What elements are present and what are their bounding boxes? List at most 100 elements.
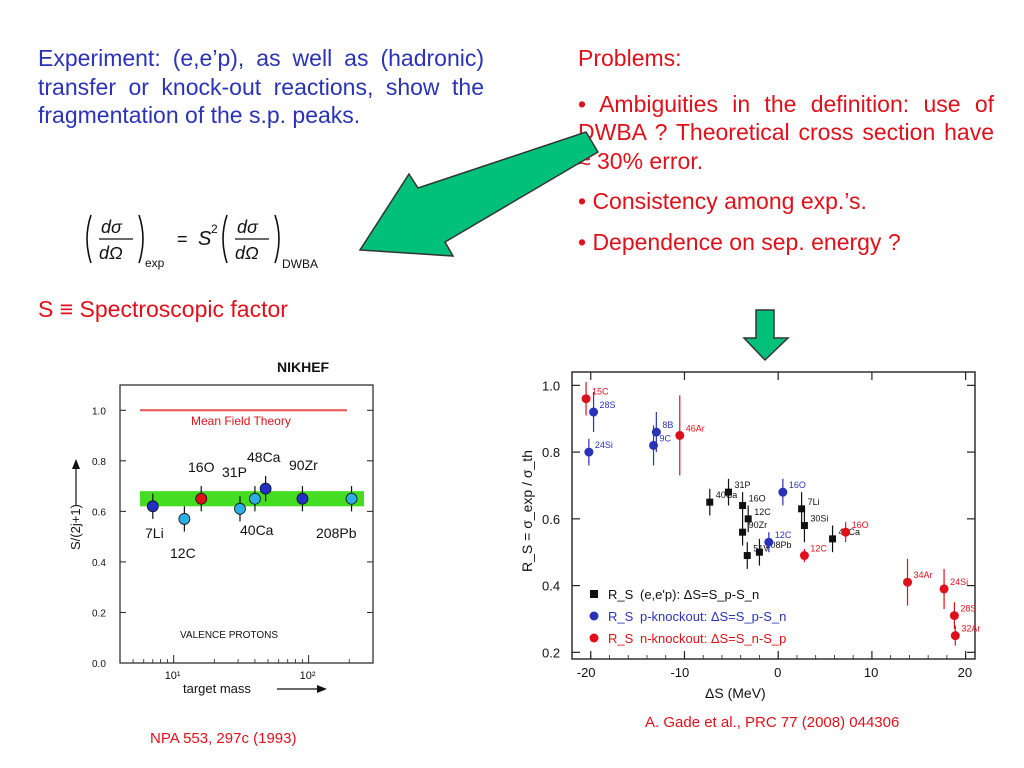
equals-sign: = bbox=[177, 229, 188, 249]
chart2-point bbox=[799, 551, 809, 561]
chart2-point bbox=[798, 505, 806, 513]
intro-text: Experiment: (e,e’p), as well as (hadroni… bbox=[38, 45, 484, 128]
chart2-point-label: 51V bbox=[753, 544, 769, 554]
chart2-point bbox=[706, 498, 714, 506]
chart2-point bbox=[841, 527, 851, 537]
chart1-header: NIKHEF bbox=[277, 359, 330, 375]
chart2-point-label: 31P bbox=[735, 480, 751, 490]
chart2-point-label: 24Si bbox=[950, 577, 968, 587]
chart2-point bbox=[589, 407, 599, 417]
sub-exp: exp bbox=[145, 256, 165, 270]
chart2-xtick-label: 20 bbox=[958, 665, 972, 680]
chart2-plot-frame bbox=[571, 371, 976, 660]
chart1-ytick-label: 0.4 bbox=[92, 558, 106, 569]
chart2-legend-symbol: R_S bbox=[608, 587, 634, 602]
chart2-ytick-label: 0.8 bbox=[542, 445, 560, 460]
chart2-point bbox=[778, 487, 788, 497]
chart2-point bbox=[950, 631, 960, 641]
label-48ca: 48Ca bbox=[247, 449, 281, 465]
chart2-point-label: 16O bbox=[852, 520, 869, 530]
chart1-ytick-label: 0.0 bbox=[92, 659, 106, 670]
label-208pb: 208Pb bbox=[316, 525, 357, 541]
chart1-ytick-label: 1.0 bbox=[92, 406, 106, 417]
chart2-point bbox=[743, 552, 751, 560]
diagonal-arrow-icon bbox=[358, 131, 600, 257]
problem-bullet-1: • Ambiguities in the definition: use of … bbox=[578, 90, 994, 174]
chart2-point bbox=[829, 535, 837, 543]
chart2-point bbox=[649, 440, 659, 450]
chart2-xlabel: ΔS (MeV) bbox=[705, 685, 766, 701]
chart2-point-label: 12C bbox=[810, 544, 827, 554]
label-40ca: 40Ca bbox=[240, 522, 274, 538]
chart2-point-label: 28S bbox=[600, 400, 616, 410]
chart2-xtick-label: 10 bbox=[864, 665, 878, 680]
label-16o: 16O bbox=[188, 459, 215, 475]
chart1-yaxis-arrow bbox=[72, 459, 80, 505]
chart2-point-label: 12C bbox=[754, 507, 771, 517]
chart2-point-label: 90Zr bbox=[749, 520, 768, 530]
chart2-point bbox=[739, 501, 747, 509]
s-exponent: 2 bbox=[211, 222, 218, 236]
s-symbol: S bbox=[198, 228, 212, 250]
spectroscopic-factor-definition: S ≡ Spectroscopic factor bbox=[38, 296, 288, 322]
label-90zr: 90Zr bbox=[289, 457, 318, 473]
chart2-point bbox=[581, 394, 591, 404]
left-citation: NPA 553, 297c (1993) bbox=[150, 730, 297, 747]
chart2-xtick-label: 0 bbox=[774, 665, 781, 680]
cross-section-formula: dσ dΩ exp = S 2 dσ dΩ DWBA bbox=[86, 214, 318, 271]
label-31p: 31P bbox=[222, 464, 247, 480]
chart2-point bbox=[725, 488, 733, 496]
sub-dwba: DWBA bbox=[282, 257, 318, 271]
label-12c: 12C bbox=[170, 545, 196, 561]
chart2-point bbox=[739, 528, 747, 536]
chart1-xaxis-arrow bbox=[277, 685, 327, 693]
chart2-point-label: 34Ar bbox=[914, 570, 933, 580]
chart2-point-label: 32Ar bbox=[961, 624, 980, 634]
chart2-ytick-label: 1.0 bbox=[542, 378, 560, 393]
chart2-point bbox=[764, 537, 774, 547]
chart1-xtick-label: 10¹ bbox=[165, 670, 181, 682]
chart2-point bbox=[584, 447, 594, 457]
chart2-point-label: 9C bbox=[660, 433, 672, 443]
problems-panel: Problems: • Ambiguities in the definitio… bbox=[578, 44, 994, 268]
chart2-legend-text: p-knockout: ΔS=S_p-S_n bbox=[640, 609, 786, 624]
down-arrow-icon bbox=[742, 309, 790, 362]
chart2-point-label: 7Li bbox=[808, 497, 820, 507]
chart2-point-label: 8B bbox=[662, 420, 673, 430]
chart2-legend-marker bbox=[589, 633, 599, 643]
chart1-xtick-label: 10² bbox=[300, 670, 316, 682]
chart2-legend-text: (e,e'p): ΔS=S_p-S_n bbox=[640, 587, 759, 602]
chart1-point bbox=[195, 492, 208, 505]
problem-bullet-3: • Dependence on sep. energy ? bbox=[578, 228, 901, 255]
chart1-ytick-label: 0.2 bbox=[92, 608, 106, 619]
chart2-point-label: 16O bbox=[789, 480, 806, 490]
chart1-ytick-label: 0.8 bbox=[92, 457, 106, 468]
chart2-legend-text: n-knockout: ΔS=S_n-S_p bbox=[640, 631, 786, 646]
chart2-legend-symbol: R_S bbox=[608, 609, 634, 624]
chart2-point bbox=[675, 430, 685, 440]
chart1-footer: VALENCE PROTONS bbox=[180, 630, 278, 641]
chart2-ytick-label: 0.2 bbox=[542, 645, 560, 660]
chart1-mean-field-label: Mean Field Theory bbox=[191, 414, 291, 428]
chart2-ytick-label: 0.4 bbox=[542, 579, 560, 594]
frac-den-2: dΩ bbox=[235, 243, 259, 263]
chart2-point-label: 30Si bbox=[810, 514, 828, 524]
right-citation: A. Gade et al., PRC 77 (2008) 044306 bbox=[645, 714, 900, 731]
chart1-point bbox=[178, 513, 191, 525]
chart1-point bbox=[146, 500, 159, 513]
chart1-point bbox=[345, 492, 358, 505]
chart1-xlabel: target mass bbox=[183, 681, 251, 696]
chart2-point-label: 12C bbox=[775, 530, 792, 540]
chart2-ylabel: R_S = σ_exp / σ_th bbox=[519, 450, 535, 572]
chart1-point bbox=[296, 492, 309, 505]
frac-den-1: dΩ bbox=[99, 243, 123, 263]
chart1-point bbox=[259, 482, 272, 495]
chart2-legend-marker bbox=[589, 611, 599, 621]
label-7li: 7Li bbox=[145, 525, 164, 541]
chart2-point bbox=[744, 515, 752, 523]
chart2-point bbox=[939, 584, 949, 594]
chart1-point bbox=[249, 492, 261, 505]
chart2-point-label: 46Ar bbox=[686, 423, 705, 433]
chart2-point bbox=[903, 577, 913, 587]
